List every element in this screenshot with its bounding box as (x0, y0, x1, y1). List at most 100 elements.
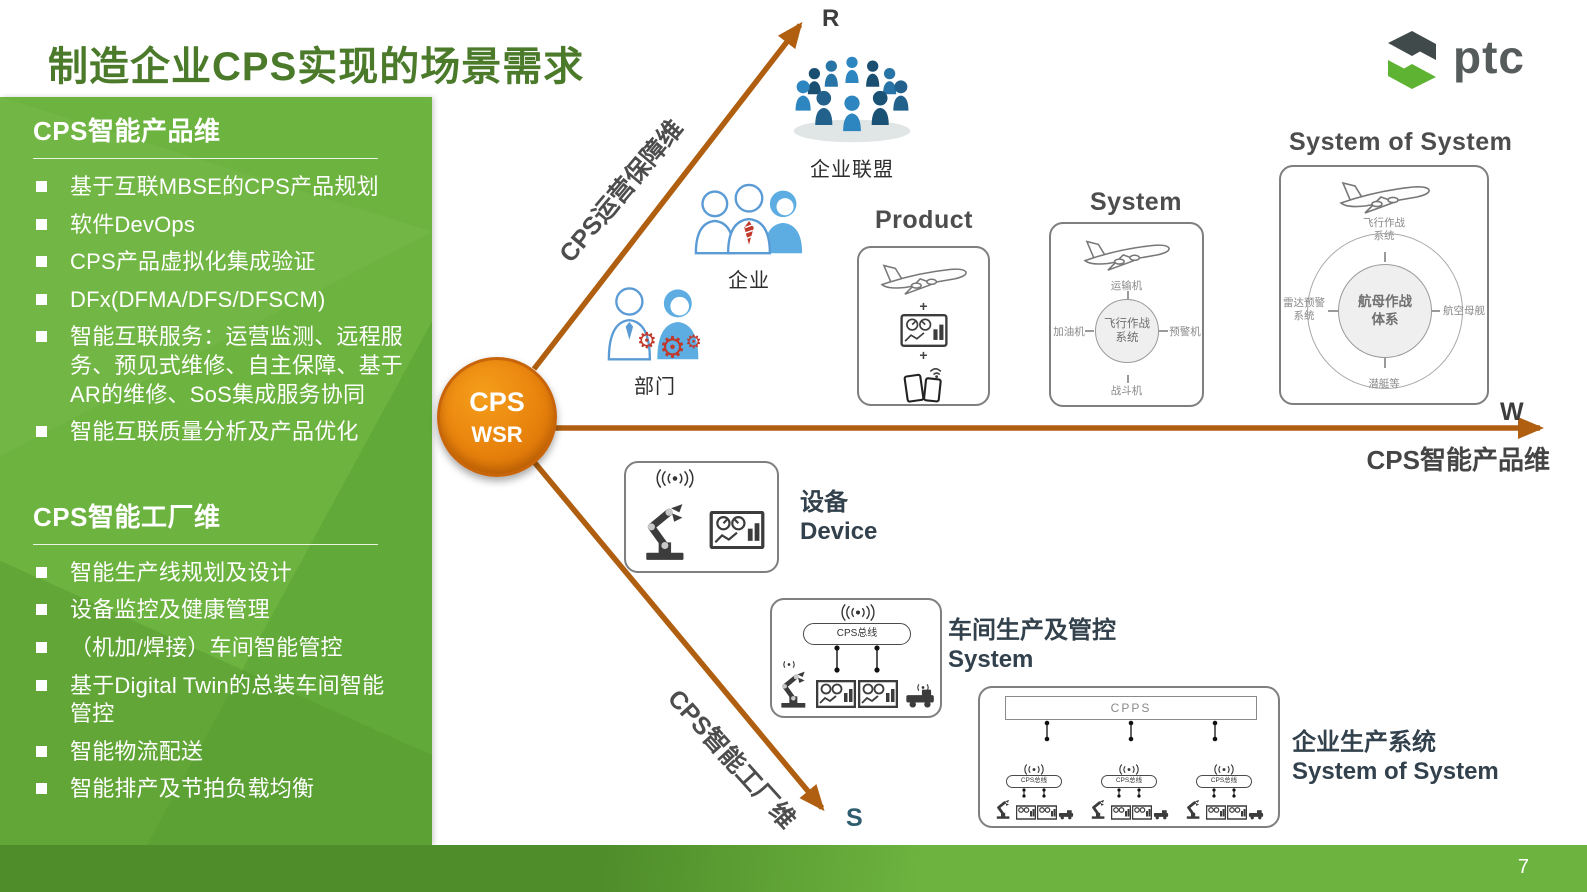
org-enterprise-label: 企业 (728, 270, 770, 292)
dashboard-icon (816, 680, 856, 708)
list-item: 软件DevOps (33, 211, 406, 240)
cps-node-line2: WSR (471, 421, 523, 447)
system-left-label: 加油机 (1053, 326, 1085, 338)
device-box (624, 461, 779, 573)
cps-cluster: CPS总线 (1083, 764, 1175, 820)
org-department-label: 部门 (634, 376, 676, 398)
device-label-cn: 设备 (800, 489, 848, 516)
sidebar: CPS智能产品维 基于互联MBSE的CPS产品规划 软件DevOps CPS产品… (0, 97, 432, 845)
cps-cluster: CPS总线 (1178, 764, 1270, 820)
product-box-title: Product (875, 206, 973, 234)
workshop-label-cn: 车间生产及管控 (948, 617, 1116, 644)
people-gears-icon: ⚙ ⚙ ⚙ (607, 287, 702, 365)
ptc-logo: ptc (1385, 30, 1525, 90)
sos-right-label: 航空母舰 (1443, 305, 1485, 317)
page-number: 7 (1517, 856, 1529, 878)
list-item: 基于互联MBSE的CPS产品规划 (33, 173, 406, 202)
page-title: 制造企业CPS实现的场景需求 (48, 45, 585, 89)
list-item: CPS产品虚拟化集成验证 (33, 248, 406, 277)
agv-cart-icon (1058, 810, 1073, 820)
airplane-icon (1083, 240, 1170, 271)
list-item: 设备监控及健康管理 (33, 596, 406, 625)
enterprise-label-en: System of System (1292, 758, 1499, 785)
cps-bus-pill: CPS总线 (1006, 775, 1062, 788)
org-enterprise: 企业 (688, 183, 810, 293)
bullet-list: 智能生产线规划及设计 设备监控及健康管理 （机加/焊接）车间智能管控 基于Dig… (33, 559, 406, 804)
ptc-logo-text: ptc (1453, 31, 1525, 83)
plus-sign: + (919, 347, 928, 363)
wireless-icon (1214, 764, 1234, 775)
bus-drop-lines (1022, 788, 1046, 798)
agv-cart-icon (1153, 810, 1168, 820)
dashboard-icon (1226, 805, 1247, 820)
svg-text:⚙: ⚙ (685, 332, 702, 353)
sos-hub-circle: 航母作战 体系 (1338, 264, 1432, 358)
sidebar-section-product: CPS智能产品维 基于互联MBSE的CPS产品规划 软件DevOps CPS产品… (33, 111, 406, 447)
agv-cart-icon (1248, 810, 1263, 820)
sos-box: 飞行作战 系统 航母作战 体系 雷达预警 系统 航空母舰 潜艇等 (1279, 165, 1489, 405)
workshop-box: CPS总线 (770, 598, 942, 718)
list-item: 基于Digital Twin的总装车间智能管控 (33, 672, 406, 729)
dashboard-icon (1015, 805, 1036, 820)
divider (33, 158, 378, 159)
divider (33, 543, 378, 545)
wireless-icon (841, 604, 875, 621)
wireless-icon (1024, 764, 1044, 775)
system-box: 运输机 飞行作战 系统 加油机 预警机 战斗机 (1049, 222, 1204, 407)
cpps-bar: CPPS (1005, 696, 1257, 720)
system-top-label: 运输机 (1110, 280, 1143, 292)
people-circle-icon (793, 56, 911, 143)
cps-node-line1: CPS (469, 386, 525, 417)
plus-sign: + (919, 298, 928, 314)
footer-bar: 7 (0, 845, 1587, 892)
spoke-line (1127, 375, 1129, 383)
enterprise-box: CPPS CPS总线 (978, 686, 1280, 828)
org-alliance-label: 企业联盟 (810, 159, 894, 181)
enterprise-box-label: 企业生产系统 System of System (1292, 728, 1499, 786)
system-bottom-label: 战斗机 (1110, 385, 1143, 397)
system-hub-circle: 飞行作战 系统 (1095, 299, 1159, 363)
device-box-label: 设备 Device (800, 488, 877, 546)
org-department: ⚙ ⚙ ⚙ 部门 (596, 281, 714, 399)
list-item: DFx(DFMA/DFS/DFSCM) (33, 286, 406, 315)
cps-bus-pill: CPS总线 (803, 623, 911, 645)
list-item: 智能互联质量分析及产品优化 (33, 418, 406, 447)
sidebar-section-factory: CPS智能工厂维 智能生产线规划及设计 设备监控及健康管理 （机加/焊接）车间智… (33, 497, 406, 804)
sos-outer-ring (1307, 233, 1463, 389)
axis-letter-r: R (822, 5, 840, 32)
list-item: （机加/焊接）车间智能管控 (33, 634, 406, 663)
sidebar-section-heading: CPS智能产品维 (33, 116, 221, 146)
spoke-line (1127, 291, 1129, 299)
spoke-line (1384, 358, 1386, 368)
robot-arm-icon (996, 799, 1009, 819)
airplane-icon (1339, 181, 1430, 214)
wireless-icon (1119, 764, 1139, 775)
bullet-list: 基于互联MBSE的CPS产品规划 软件DevOps CPS产品虚拟化集成验证 D… (33, 173, 406, 447)
system-right-label: 预警机 (1169, 326, 1201, 338)
dashboard-icon (1036, 805, 1057, 820)
product-box: + + (857, 246, 990, 406)
list-item: 智能排产及节拍负载均衡 (33, 775, 406, 804)
bus-drop-lines (1117, 788, 1141, 798)
spoke-line (1159, 330, 1168, 332)
dashboard-icon (1205, 805, 1226, 820)
dashboard-icon (1110, 805, 1131, 820)
people-group-icon (694, 183, 803, 255)
bus-drop-lines (1212, 788, 1236, 798)
wireless-icon (783, 661, 795, 668)
airplane-icon (879, 264, 967, 295)
device-label-en: Device (800, 518, 878, 545)
axis-letter-w: W (1500, 398, 1524, 426)
wireless-icon (656, 469, 694, 488)
cps-bus-pill: CPS总线 (1101, 775, 1157, 788)
system-box-title: System (1090, 188, 1182, 216)
operation-axis-label: CPS运营保障维 (554, 114, 689, 268)
dashboard-icon (1131, 805, 1152, 820)
cps-bus-pill: CPS总线 (1196, 775, 1252, 788)
spoke-line (1328, 310, 1339, 312)
list-item: 智能互联服务：运营监测、远程服务、预见式维修、自主保障、基于AR的维修、SoS集… (33, 323, 406, 409)
bus-drop-lines (834, 645, 880, 673)
agv-cart-icon (906, 689, 934, 708)
workshop-label-en: System (948, 646, 1034, 673)
svg-text:⚙: ⚙ (637, 328, 657, 354)
